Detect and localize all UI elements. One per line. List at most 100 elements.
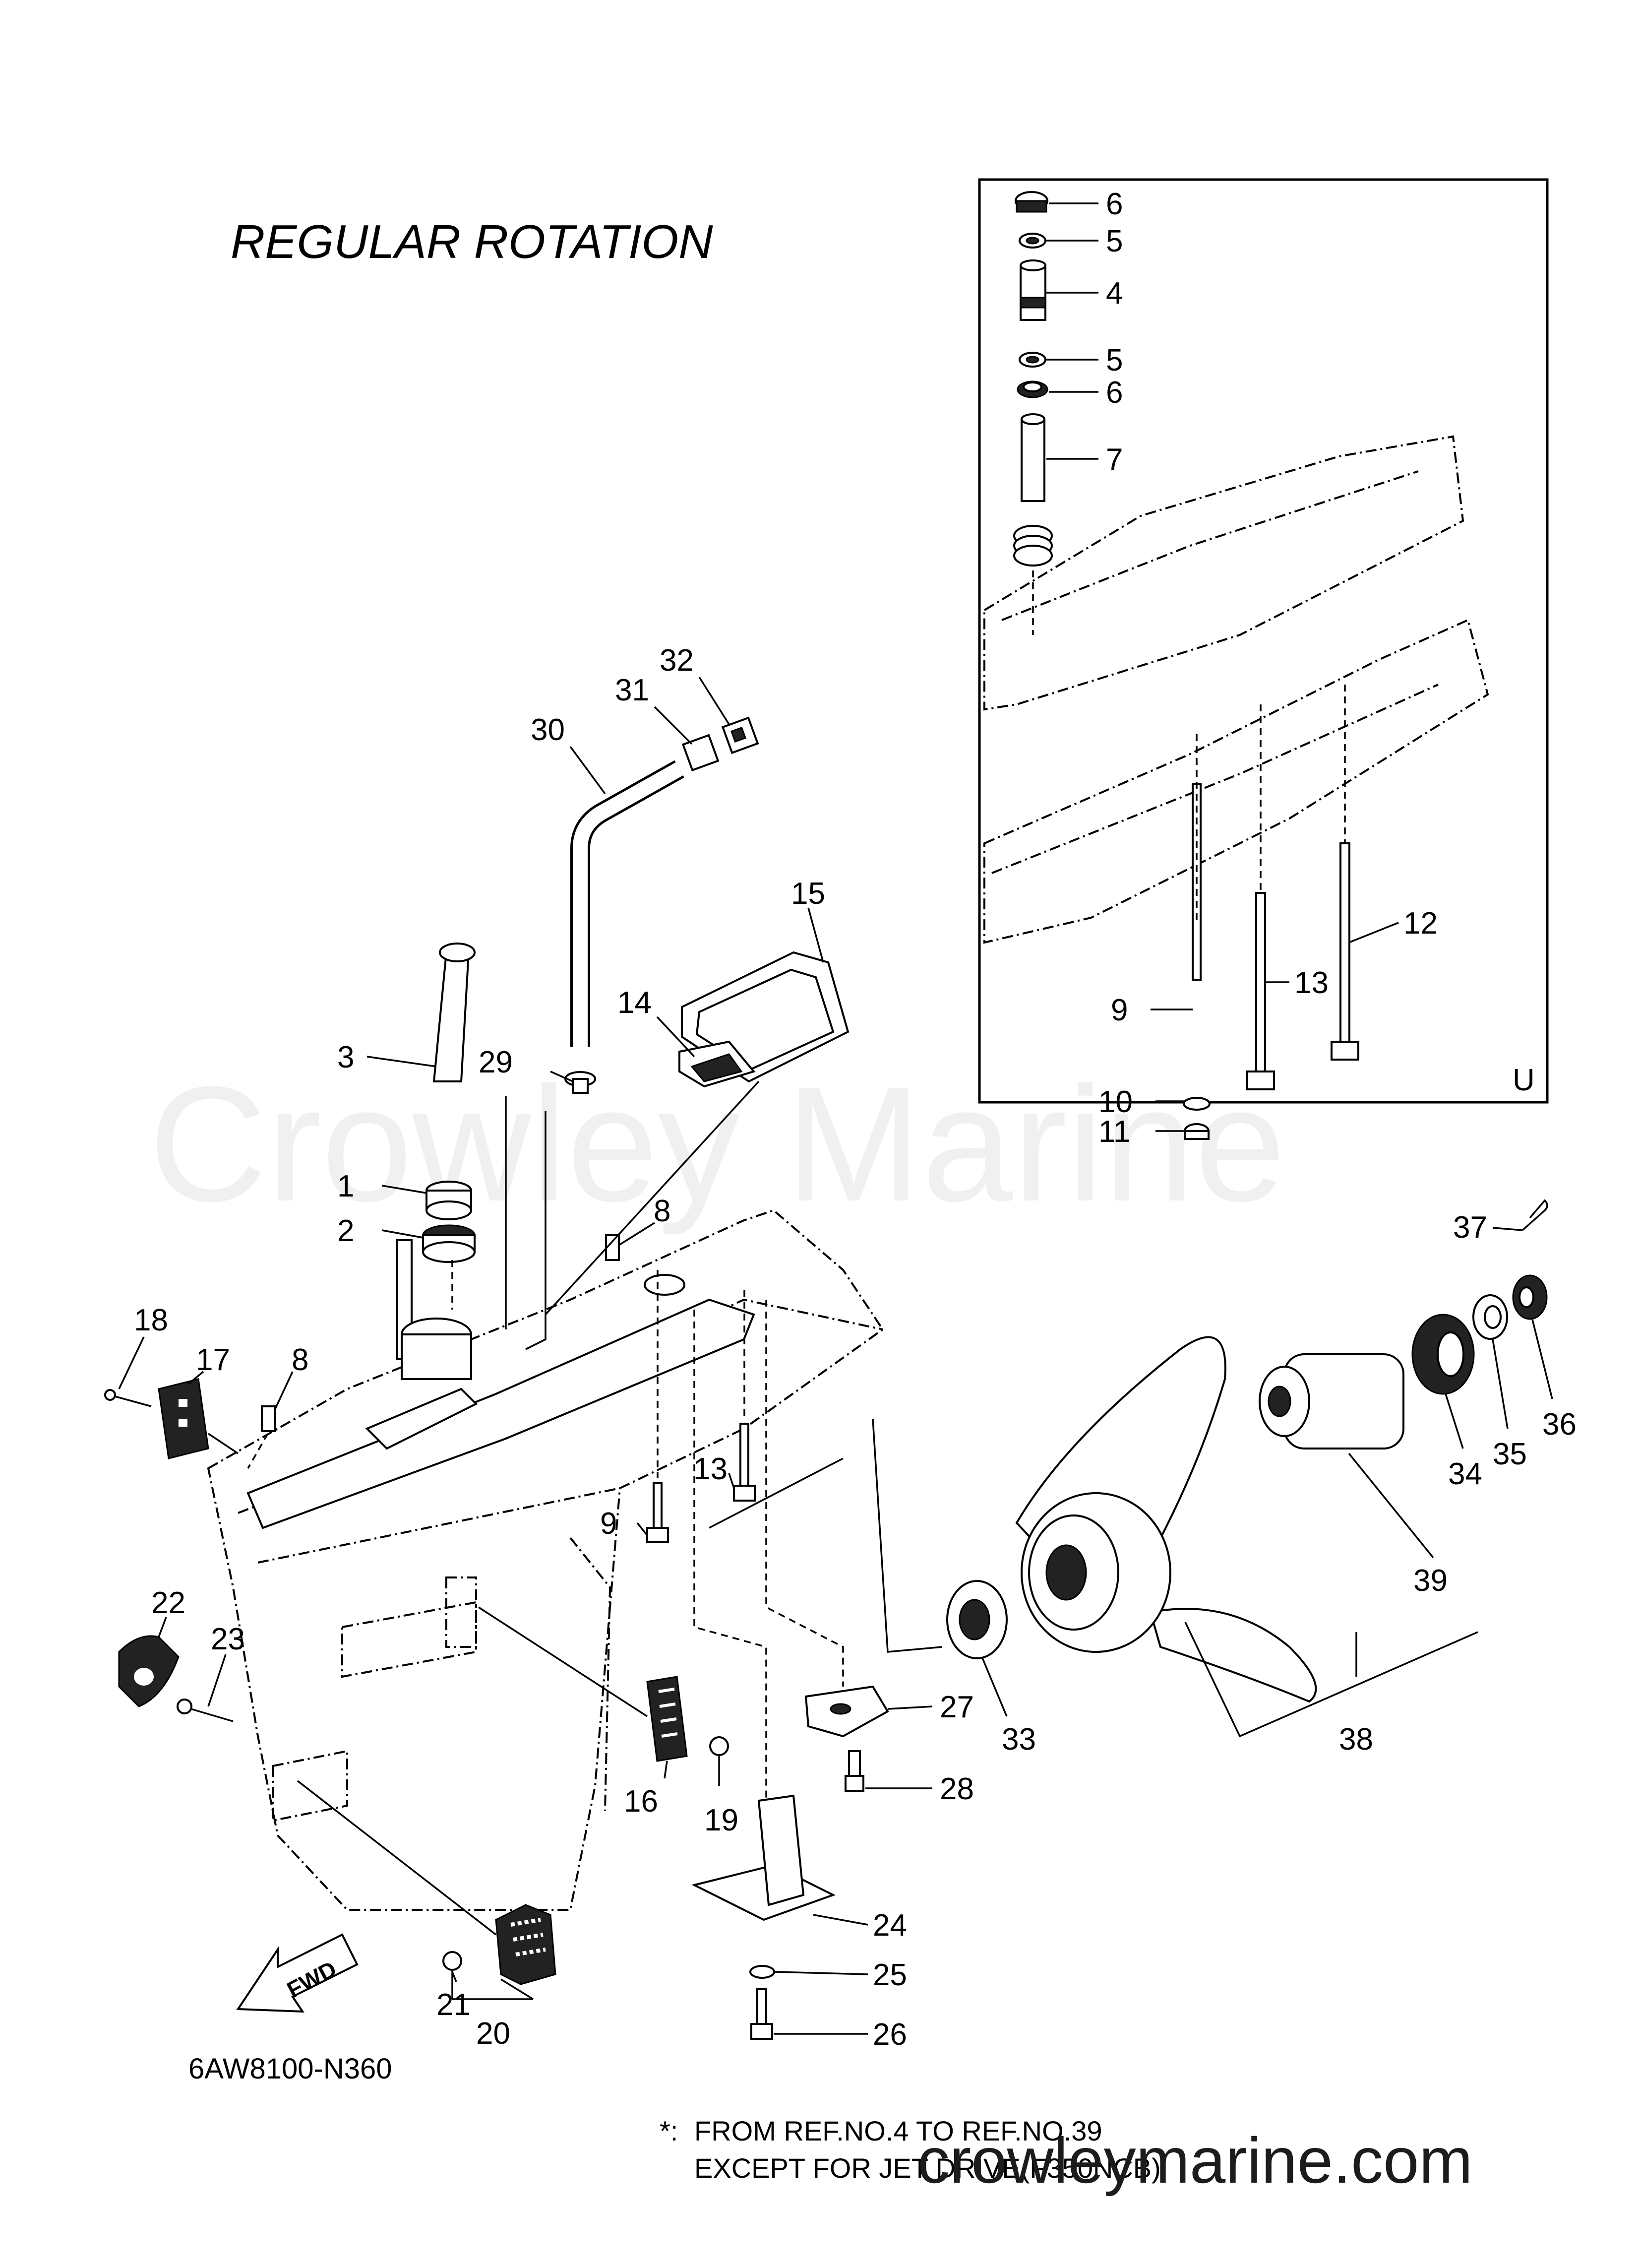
callout-17: 17 xyxy=(196,1343,230,1377)
part-27-impeller xyxy=(804,1685,889,1738)
leader-34 xyxy=(1445,1393,1464,1449)
dash-24 xyxy=(693,1310,767,1801)
part-9-bolt-main xyxy=(646,1482,669,1543)
leader-3 xyxy=(366,1056,437,1068)
callout-22: 22 xyxy=(151,1586,185,1620)
leader-21 xyxy=(451,1971,457,1982)
inset-lower-ghost xyxy=(983,619,1489,944)
leader-23 xyxy=(207,1654,227,1707)
skeg-edge-ghost xyxy=(569,1537,611,1811)
callout-39: 39 xyxy=(1413,1564,1448,1598)
callout-10: 10 xyxy=(1098,1085,1133,1119)
part-23-bolt xyxy=(177,1699,234,1722)
leader-31 xyxy=(654,706,693,745)
line-33 xyxy=(872,1418,943,1653)
callout-20: 20 xyxy=(476,2016,510,2051)
callout-27: 27 xyxy=(940,1690,974,1724)
part-2-grommet xyxy=(422,1224,476,1263)
part-18-screw xyxy=(104,1389,152,1407)
part-26-bolt xyxy=(750,1988,773,2040)
diagram-title: REGULAR ROTATION xyxy=(231,215,713,268)
callout-4: 4 xyxy=(1106,276,1123,311)
callout-24: 24 xyxy=(873,1908,907,1943)
bracket-38 xyxy=(1184,1622,1478,1738)
callout-8: 8 xyxy=(654,1194,670,1228)
part-8-dowel-right xyxy=(605,1234,620,1261)
part-1-seal xyxy=(425,1181,472,1220)
part-37-cotter-pin xyxy=(1521,1199,1548,1231)
part-13-bolt-main xyxy=(733,1423,756,1502)
water-inlet-ghost xyxy=(445,1576,477,1648)
site-watermark: crowleymarine.com xyxy=(917,2124,1473,2197)
gearcase-deck xyxy=(246,1298,755,1529)
callout-34: 34 xyxy=(1448,1457,1482,1491)
part-39-spacer xyxy=(1259,1353,1404,1449)
part-3-water-tube xyxy=(432,943,476,1082)
callout-38: 38 xyxy=(1339,1722,1373,1757)
diagram-code: 6AW8100-N360 xyxy=(188,2053,392,2085)
part-24-trim-tab xyxy=(691,1794,836,1921)
side-panel-ghost xyxy=(341,1601,477,1678)
part-34-washer xyxy=(1411,1314,1475,1395)
callout-37: 37 xyxy=(1453,1210,1487,1245)
callout-13: 13 xyxy=(1294,966,1329,1000)
line-20 xyxy=(297,1780,497,1936)
part-10-washer xyxy=(1183,1097,1211,1111)
part-6-top xyxy=(1015,191,1048,213)
leader-30 xyxy=(569,746,606,795)
dash-dowel xyxy=(247,1433,269,1469)
leader-2 xyxy=(381,1229,424,1239)
callout-30: 30 xyxy=(531,713,565,747)
leader-14 xyxy=(656,1016,695,1058)
inset-seal-ring xyxy=(1013,525,1053,567)
part-32-clip xyxy=(721,716,759,755)
water-pump-base xyxy=(365,1387,478,1450)
line-16 xyxy=(478,1606,648,1717)
part-5-top xyxy=(1019,233,1046,249)
footnote-line-2: EXCEPT FOR JET DRIVE(F350NCB) xyxy=(694,2152,1161,2184)
leader-20 xyxy=(451,1971,534,2000)
callout-21: 21 xyxy=(436,1988,471,2022)
callout-9: 9 xyxy=(600,1507,617,1541)
leader-36 xyxy=(1531,1319,1553,1399)
shift-rod-hole xyxy=(644,1274,685,1296)
inset-casing-edge xyxy=(1001,470,1419,621)
footnote-marker: *: xyxy=(660,2115,678,2146)
callout-33: 33 xyxy=(1002,1722,1036,1757)
leader-24 xyxy=(813,1914,868,1926)
leader-29 xyxy=(550,1071,573,1082)
water-pump-body xyxy=(401,1333,472,1380)
callout-36: 36 xyxy=(1542,1407,1577,1442)
callout-12: 12 xyxy=(1403,906,1438,941)
callout-19: 19 xyxy=(704,1803,738,1837)
part-11-nut xyxy=(1184,1123,1210,1140)
part-25-washer xyxy=(749,1965,775,1979)
callout-2: 2 xyxy=(337,1214,354,1248)
callout-25: 25 xyxy=(873,1958,907,1992)
inset-panel: 6 5 4 5 6 7 12 13 9 10 11 U xyxy=(978,178,1549,1149)
part-35-washer xyxy=(1472,1294,1508,1340)
leader-18 xyxy=(118,1336,145,1389)
leader-35 xyxy=(1492,1339,1509,1429)
callout-35: 35 xyxy=(1493,1437,1527,1471)
callout-18: 18 xyxy=(134,1303,168,1337)
part-7-tube xyxy=(1021,413,1045,502)
callout-23: 23 xyxy=(211,1622,245,1656)
part-29-grommet xyxy=(564,1071,596,1094)
part-22-anode xyxy=(118,1635,180,1707)
callout-31: 31 xyxy=(615,673,649,707)
callout-9: 9 xyxy=(1111,993,1128,1027)
leader-9b xyxy=(636,1522,648,1536)
callout-16: 16 xyxy=(624,1784,658,1819)
leader-1 xyxy=(381,1185,427,1194)
line-spacer xyxy=(709,1457,844,1529)
gearcase-ghost xyxy=(207,1209,884,1911)
inset-casing-ghost xyxy=(983,435,1464,711)
part-14-seal xyxy=(678,1040,756,1088)
part-20-anode xyxy=(495,1904,556,1985)
footnote-line-1: FROM REF.NO.4 TO REF.NO.39 xyxy=(694,2115,1102,2146)
callout-14: 14 xyxy=(617,986,652,1020)
part-16-anode xyxy=(646,1676,688,1762)
callout-6: 6 xyxy=(1106,376,1123,410)
